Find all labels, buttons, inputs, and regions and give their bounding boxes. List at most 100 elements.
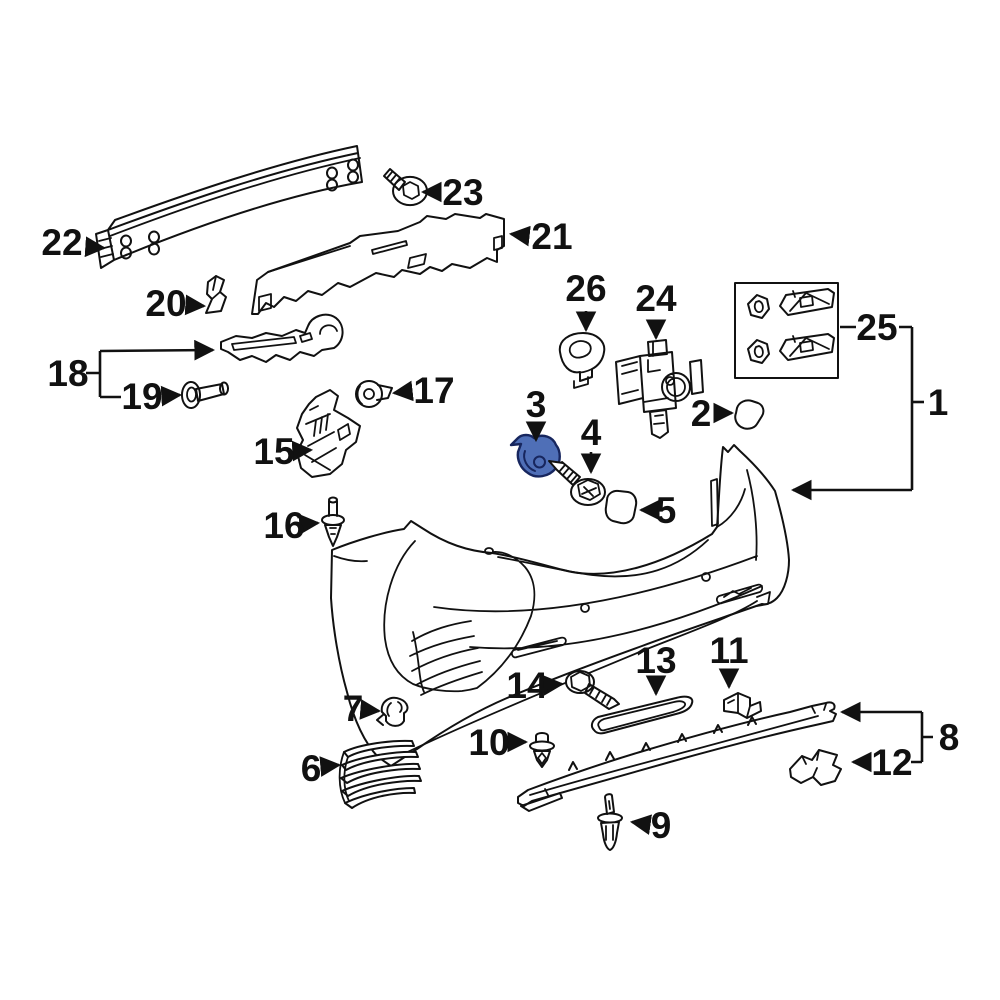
callout-arrow-20 (184, 294, 207, 316)
part-19-detail (186, 386, 197, 403)
part-23-bolt (383, 168, 428, 207)
callout-arrows (84, 181, 933, 835)
callout-label-21: 21 (531, 216, 572, 257)
part-12-detail (801, 749, 820, 778)
part-13-detail (597, 700, 686, 732)
part-20-detail (211, 275, 221, 300)
part-15-detail (304, 405, 351, 471)
callout-label-9: 9 (651, 805, 672, 846)
callout-label-12: 12 (871, 742, 912, 783)
part-21-energy-absorber (251, 213, 505, 315)
callout-label-11: 11 (709, 630, 748, 671)
callout-arrow-7 (359, 699, 382, 720)
part-10-outline (529, 732, 555, 768)
part-11-outline (723, 692, 762, 719)
callout-label-3: 3 (526, 384, 547, 425)
part-26-sensor-retainer (558, 332, 606, 389)
callout-arrow-15 (291, 440, 314, 462)
part-18-detail (231, 324, 338, 351)
callout-label-1: 1 (928, 382, 949, 423)
callout-label-14: 14 (506, 665, 548, 706)
callout-label-10: 10 (468, 722, 509, 763)
part-23-detail (386, 171, 420, 200)
part-19-rivet-screw (180, 381, 229, 409)
part-11-bracket (723, 692, 762, 719)
part-24-detail (621, 341, 686, 425)
part-14-screw (565, 670, 620, 710)
part-8-detail (529, 703, 827, 796)
part-13-outline (590, 695, 694, 735)
callout-label-24: 24 (635, 278, 677, 319)
callout-arrow-17 (391, 380, 414, 402)
part-8-lower-trim-strip (517, 701, 837, 812)
part-25-grommet-detail (753, 300, 764, 358)
callout-arrow-14 (542, 674, 565, 696)
callout-label-13: 13 (635, 640, 676, 681)
part-1-outline (330, 444, 790, 767)
part-22-outline (95, 145, 363, 269)
part-9-expansion-rivet (597, 793, 623, 851)
part-24-outline (615, 339, 704, 439)
part-12-bracket (789, 749, 842, 786)
part-8-outline (517, 701, 837, 812)
callout-label-2: 2 (691, 393, 712, 434)
callout-label-20: 20 (145, 283, 186, 324)
part-6-lower-grille (338, 739, 422, 809)
part-18-side-spacer (220, 313, 344, 363)
part-3-detail (523, 450, 547, 472)
part-9-outline (597, 793, 623, 851)
part-16-push-clip (321, 496, 345, 547)
part-19-outline (180, 381, 229, 409)
part-6-outline (340, 739, 422, 809)
part-21-detail (258, 235, 503, 312)
callout-arrow-19 (160, 385, 183, 407)
callout-label-19: 19 (121, 376, 162, 417)
callout-arrow-18 (99, 339, 216, 361)
callout-label-4: 4 (581, 412, 602, 453)
callout-label-15: 15 (253, 431, 294, 472)
part-26-detail (568, 340, 593, 389)
part-14-detail (570, 671, 612, 706)
part-9-detail (605, 800, 614, 841)
callout-label-18: 18 (47, 353, 88, 394)
part-1-detail (333, 469, 771, 758)
part-25-retainer-detail (789, 290, 830, 357)
part-4-detail (558, 464, 601, 501)
part-7-detail (386, 701, 403, 717)
part-22-impact-bar (95, 145, 363, 269)
part-2-outline (734, 399, 765, 430)
callout-arrow-16 (298, 513, 321, 535)
callout-label-5: 5 (656, 490, 677, 531)
part-17-detail (356, 385, 375, 405)
part-24-park-sensor (615, 339, 704, 439)
callout-label-23: 23 (442, 172, 483, 213)
callout-label-8: 8 (939, 717, 960, 758)
part-13-reflector (590, 695, 694, 735)
part-25-clip-kit-box (734, 282, 839, 379)
callout-arrow-9 (629, 814, 653, 835)
part-20-bracket (205, 275, 227, 314)
part-21-outline (251, 213, 505, 315)
callout-label-26: 26 (565, 268, 606, 309)
part-16-outline (321, 496, 345, 547)
callout-arrow-6 (319, 756, 342, 777)
callout-label-7: 7 (343, 688, 364, 729)
callout-line-18 (86, 351, 121, 399)
part-2-bumper-pad (734, 399, 765, 430)
callout-line-8 (911, 712, 933, 764)
part-5-hole-plug (604, 489, 638, 525)
part-7-outline (376, 696, 409, 727)
part-15-side-bracket (296, 389, 361, 478)
callout-label-17: 17 (413, 370, 454, 411)
part-25-grommets (747, 294, 770, 364)
callout-line-25 (840, 325, 914, 490)
callout-label-6: 6 (301, 748, 322, 789)
part-5-outline (604, 489, 638, 525)
part-6-detail (338, 751, 350, 804)
part-17-grommet (355, 380, 393, 408)
part-1-bumper-cover (330, 444, 790, 767)
part-12-outline (789, 749, 842, 786)
callout-labels: 1 2 3 4 5 6 7 8 9 10 11 12 13 14 15 16 1… (41, 172, 959, 846)
